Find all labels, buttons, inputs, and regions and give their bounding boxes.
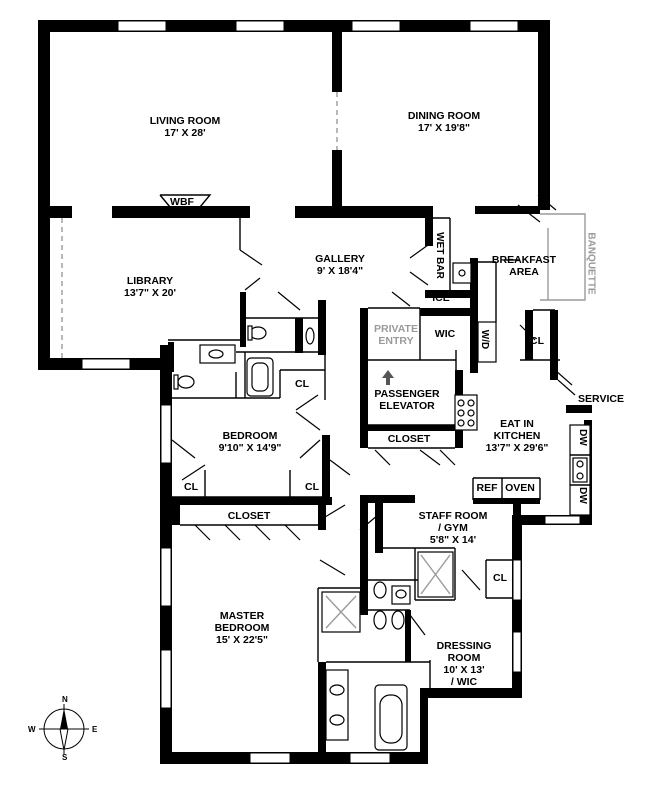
library-dims: 13'7" X 20' [123,287,177,299]
living-room-name: LIVING ROOM [149,115,221,127]
library-label: LIBRARY 13'7" X 20' [124,275,176,299]
living-room-label: LIVING ROOM 17' X 28' [150,115,221,139]
ice-text: ICE [432,292,450,304]
cl-bed1-text: CL [184,481,198,493]
master-bedroom-label: MASTER BEDROOM 15' X 22'5" [215,610,270,646]
exterior-walls [38,20,592,764]
bedroom-dims: 9'10" X 14'9" [218,442,282,454]
bedroom-label: BEDROOM 9'10" X 14'9" [219,430,282,454]
library-name: LIBRARY [126,275,174,287]
dw-label-1: DW [576,429,588,446]
dressing-name2: ROOM [447,652,481,664]
gallery-name: GALLERY [315,253,365,265]
wet-bar-label: WET BAR [433,232,445,279]
ice-label: ICE [432,292,450,304]
passenger-elevator-label: PASSENGER ELEVATOR [374,388,439,412]
kitchen-dims: 13'7" X 29'6" [485,442,549,454]
ref-label: REF [477,482,498,494]
breakfast-area-label: BREAKFAST AREA [492,254,556,278]
wic-text: WIC [434,328,456,340]
ref-text: REF [476,482,498,494]
wd-label: W/D [479,329,491,350]
dressing-dims: 10' X 13' [443,664,485,676]
compass-w: W [28,725,36,734]
dressing-name3: / WIC [450,676,478,688]
elevator-name2: ELEVATOR [379,400,435,412]
oven-text: OVEN [505,482,535,494]
service-text: SERVICE [578,393,624,405]
breakfast-name: BREAKFAST [491,254,557,266]
closet2-text: CLOSET [227,510,271,522]
wbf-label: WBF [170,196,194,208]
closet1-text: CLOSET [387,433,431,445]
closet-elevator-label: CLOSET [388,433,431,445]
staff-dims: 5'8" X 14' [429,534,477,546]
compass-n: N [62,695,68,704]
living-room-dims: 17' X 28' [164,127,206,139]
kitchen-label: EAT IN KITCHEN 13'7" X 29'6" [486,418,549,454]
private-entry-label: PRIVATE ENTRY [374,323,418,347]
dining-room-dims: 17' X 19'8" [417,122,470,134]
master-name: MASTER [219,610,265,622]
dining-room-name: DINING ROOM [407,110,481,122]
dressing-name: DRESSING [436,640,492,652]
staff-room-label: STAFF ROOM / GYM 5'8" X 14' [419,510,488,546]
cl-bed2-label: CL [305,481,319,493]
fixtures [173,262,588,751]
gallery-dims: 9' X 18'4" [316,265,364,277]
kitchen-name2: KITCHEN [493,430,541,442]
entry-name2: ENTRY [378,335,414,347]
dining-room-label: DINING ROOM 17' X 19'8" [408,110,480,134]
wic-label: WIC [435,328,455,340]
compass-s: S [62,753,68,762]
compass-icon [39,704,89,754]
compass-rose: N S E W [28,695,97,762]
door-swings [171,194,576,636]
elevator-name: PASSENGER [374,388,440,400]
cl-staff-text: CL [493,572,507,584]
banquette-label: BANQUETTE [585,232,597,295]
staff-name: STAFF ROOM [418,510,488,522]
windows [81,20,581,764]
cl-kitchen-label: CL [530,335,544,347]
master-dims: 15' X 22'5" [215,634,268,646]
cl-kitchen-text: CL [530,335,544,347]
cl-bed1-label: CL [184,481,198,493]
cl-staff-label: CL [493,572,507,584]
gallery-label: GALLERY 9' X 18'4" [315,253,365,277]
staff-name2: / GYM [438,522,468,534]
cl-bed2-text: CL [305,481,319,493]
bedroom-name: BEDROOM [222,430,278,442]
dw-label-2: DW [576,487,588,504]
compass-e: E [92,725,98,734]
wbf-text: WBF [170,196,194,208]
dressing-room-label: DRESSING ROOM 10' X 13' / WIC [437,640,492,688]
service-label: SERVICE [578,393,624,405]
cl-bath-label: CL [295,378,309,390]
oven-label: OVEN [505,482,535,494]
kitchen-name: EAT IN [500,418,534,430]
closet-master-label: CLOSET [228,510,271,522]
interior-walls [50,32,591,690]
entry-name: PRIVATE [374,323,418,335]
breakfast-name2: AREA [509,266,539,278]
cl-bath-text: CL [295,378,309,390]
master-name2: BEDROOM [214,622,270,634]
